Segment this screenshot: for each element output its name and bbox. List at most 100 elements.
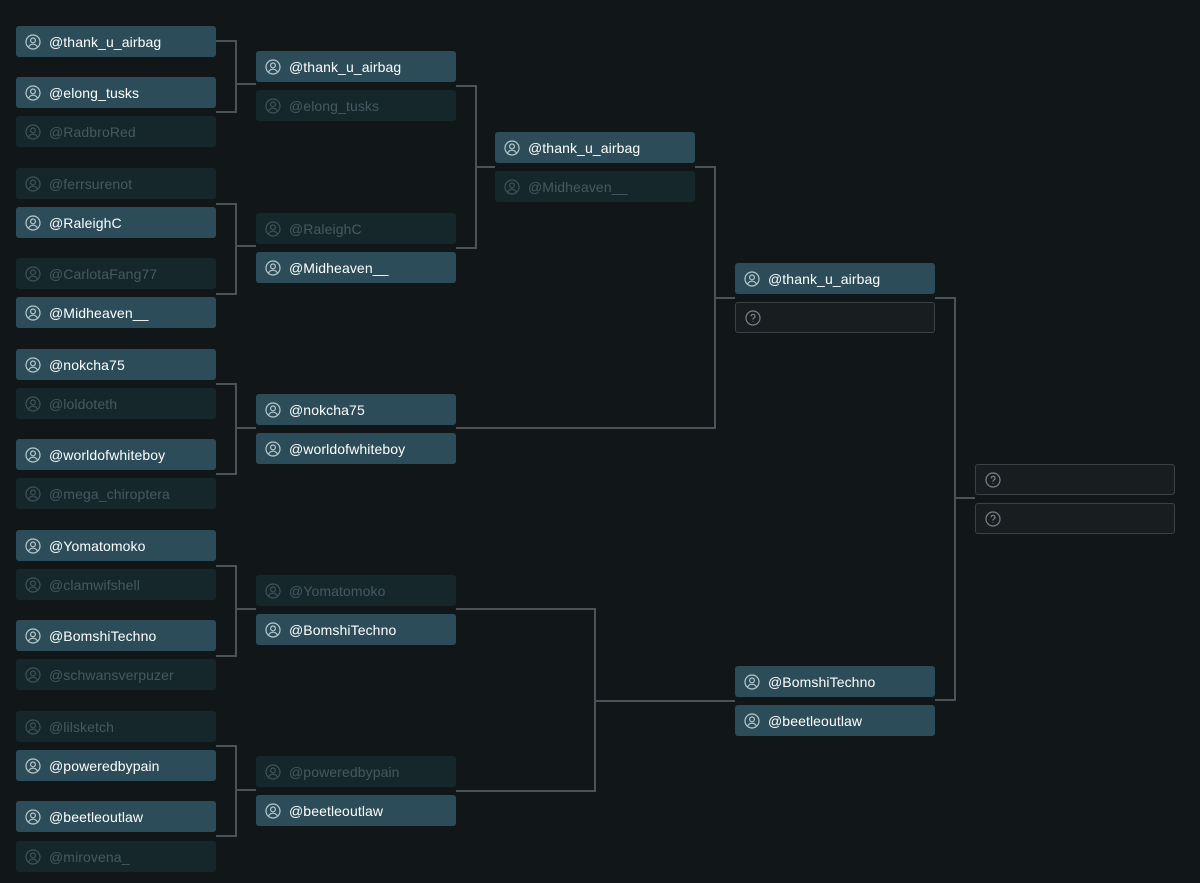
player-name: @RadbroRed [49, 123, 136, 140]
player-name: @elong_tusks [289, 97, 380, 114]
player-slot[interactable]: @RaleighC [16, 207, 216, 238]
player-slot[interactable]: @BomshiTechno [256, 614, 456, 645]
user-circle-icon [265, 259, 281, 276]
player-name: @loldoteth [49, 395, 118, 412]
player-slot[interactable]: @thank_u_airbag [495, 132, 695, 163]
player-slot[interactable]: @schwansverpuzer [16, 659, 216, 690]
connector-line [216, 383, 256, 475]
user-circle-icon [25, 848, 41, 865]
player-slot[interactable]: @BomshiTechno [16, 620, 216, 651]
user-circle-icon [265, 621, 281, 638]
player-slot[interactable]: @Midheaven__ [16, 297, 216, 328]
empty-slot[interactable] [735, 302, 935, 333]
user-circle-icon [25, 537, 41, 554]
player-name: @RaleighC [49, 214, 122, 231]
user-circle-icon [265, 440, 281, 457]
player-slot[interactable]: @mirovena_ [16, 841, 216, 872]
player-slot[interactable]: @nokcha75 [16, 349, 216, 380]
connector-line [456, 166, 735, 429]
player-name: @mirovena_ [49, 848, 130, 865]
player-name: @thank_u_airbag [289, 58, 402, 75]
user-circle-icon [25, 84, 41, 101]
empty-slot[interactable] [975, 464, 1175, 495]
player-name: @CarlotaFang77 [49, 265, 158, 282]
user-circle-icon [25, 33, 41, 50]
player-name: @poweredbypain [289, 763, 400, 780]
player-slot[interactable]: @elong_tusks [256, 90, 456, 121]
connector-line [216, 40, 256, 113]
player-name: @Midheaven__ [49, 304, 149, 321]
user-circle-icon [25, 718, 41, 735]
connector-line [456, 608, 735, 792]
connector-line [216, 565, 256, 657]
user-circle-icon [25, 627, 41, 644]
player-slot[interactable]: @Midheaven__ [256, 252, 456, 283]
player-name: @thank_u_airbag [528, 139, 641, 156]
player-slot[interactable]: @thank_u_airbag [16, 26, 216, 57]
user-circle-icon [25, 757, 41, 774]
user-circle-icon [25, 808, 41, 825]
player-name: @nokcha75 [289, 401, 365, 418]
player-name: @clamwifshell [49, 576, 140, 593]
player-name: @BomshiTechno [289, 621, 397, 638]
player-slot[interactable]: @worldofwhiteboy [16, 439, 216, 470]
user-circle-icon [504, 139, 520, 156]
player-slot[interactable]: @thank_u_airbag [256, 51, 456, 82]
player-slot[interactable]: @RaleighC [256, 213, 456, 244]
user-circle-icon [265, 802, 281, 819]
user-circle-icon [265, 401, 281, 418]
user-circle-icon [265, 582, 281, 599]
player-slot[interactable]: @poweredbypain [16, 750, 216, 781]
player-name: @poweredbypain [49, 757, 160, 774]
user-circle-icon [265, 220, 281, 237]
player-name: @beetleoutlaw [289, 802, 384, 819]
player-slot[interactable]: @Midheaven__ [495, 171, 695, 202]
player-slot[interactable]: @elong_tusks [16, 77, 216, 108]
player-name: @worldofwhiteboy [289, 440, 406, 457]
user-circle-icon [25, 356, 41, 373]
connector-line [216, 745, 256, 837]
user-circle-icon [504, 178, 520, 195]
user-circle-icon [25, 576, 41, 593]
player-slot[interactable]: @lilsketch [16, 711, 216, 742]
question-circle-icon [985, 510, 1001, 527]
player-slot[interactable]: @BomshiTechno [735, 666, 935, 697]
player-slot[interactable]: @RadbroRed [16, 116, 216, 147]
player-name: @BomshiTechno [768, 673, 876, 690]
connector-line [456, 85, 495, 249]
player-slot[interactable]: @poweredbypain [256, 756, 456, 787]
player-slot[interactable]: @worldofwhiteboy [256, 433, 456, 464]
user-circle-icon [25, 304, 41, 321]
player-name: @BomshiTechno [49, 627, 157, 644]
user-circle-icon [25, 214, 41, 231]
player-slot[interactable]: @beetleoutlaw [16, 801, 216, 832]
player-slot[interactable]: @CarlotaFang77 [16, 258, 216, 289]
player-name: @mega_chiroptera [49, 485, 170, 502]
player-name: @lilsketch [49, 718, 115, 735]
player-slot[interactable]: @nokcha75 [256, 394, 456, 425]
player-slot[interactable]: @clamwifshell [16, 569, 216, 600]
player-slot[interactable]: @Yomatomoko [16, 530, 216, 561]
user-circle-icon [265, 97, 281, 114]
player-slot[interactable]: @loldoteth [16, 388, 216, 419]
user-circle-icon [25, 666, 41, 683]
player-slot[interactable]: @Yomatomoko [256, 575, 456, 606]
user-circle-icon [25, 123, 41, 140]
player-name: @Yomatomoko [289, 582, 386, 599]
question-circle-icon [745, 309, 761, 326]
player-slot[interactable]: @beetleoutlaw [735, 705, 935, 736]
player-slot[interactable]: @thank_u_airbag [735, 263, 935, 294]
player-slot[interactable]: @ferrsurenot [16, 168, 216, 199]
user-circle-icon [744, 270, 760, 287]
player-name: @schwansverpuzer [49, 666, 174, 683]
user-circle-icon [25, 395, 41, 412]
player-name: @RaleighC [289, 220, 362, 237]
player-slot[interactable]: @mega_chiroptera [16, 478, 216, 509]
user-circle-icon [265, 58, 281, 75]
question-circle-icon [985, 471, 1001, 488]
empty-slot[interactable] [975, 503, 1175, 534]
player-name: @thank_u_airbag [768, 270, 881, 287]
player-slot[interactable]: @beetleoutlaw [256, 795, 456, 826]
player-name: @beetleoutlaw [768, 712, 863, 729]
